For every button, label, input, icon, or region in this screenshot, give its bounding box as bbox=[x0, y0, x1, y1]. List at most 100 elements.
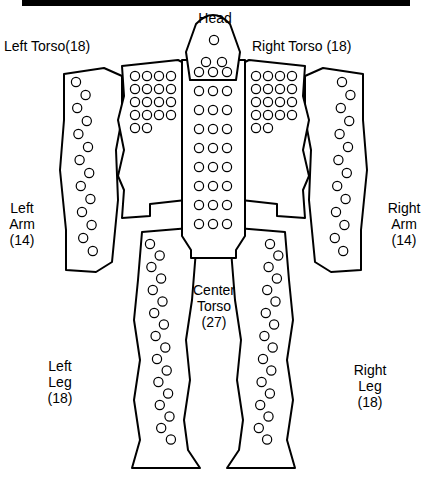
armor-pip bbox=[155, 400, 164, 409]
armor-pip bbox=[272, 274, 281, 283]
armor-pip bbox=[275, 110, 284, 119]
left-torso-outline bbox=[118, 60, 186, 218]
armor-pip bbox=[81, 90, 90, 99]
armor-pip bbox=[264, 412, 273, 421]
armor-pip bbox=[194, 124, 203, 133]
armor-pip bbox=[222, 124, 231, 133]
armor-pip bbox=[287, 71, 296, 80]
armor-pip bbox=[208, 124, 217, 133]
armor-pip bbox=[166, 110, 175, 119]
armor-pip bbox=[263, 435, 272, 444]
armor-pip bbox=[274, 251, 283, 260]
armor-pip bbox=[335, 129, 344, 138]
armor-pip bbox=[194, 86, 203, 95]
armor-pip bbox=[346, 90, 355, 99]
armor-pip bbox=[265, 239, 274, 248]
armor-pip bbox=[79, 233, 88, 242]
armor-pip bbox=[222, 162, 231, 171]
armor-pip bbox=[270, 320, 279, 329]
armor-pip bbox=[161, 343, 170, 352]
armor-pip bbox=[151, 331, 160, 340]
armor-pip bbox=[194, 162, 203, 171]
armor-pip bbox=[83, 142, 92, 151]
armor-pip bbox=[130, 97, 139, 106]
armor-pip bbox=[71, 77, 80, 86]
armor-pip bbox=[222, 67, 231, 76]
armor-pip bbox=[251, 123, 260, 132]
armor-pip bbox=[251, 84, 260, 93]
armor-pip bbox=[145, 239, 154, 248]
part-label: Center Torso (27) bbox=[186, 282, 242, 330]
armor-pip bbox=[271, 297, 280, 306]
armor-pip bbox=[130, 71, 139, 80]
armor-pip bbox=[150, 308, 159, 317]
armor-pip bbox=[157, 423, 166, 432]
armor-pip bbox=[166, 71, 175, 80]
armor-pip bbox=[194, 143, 203, 152]
armor-pip bbox=[257, 377, 266, 386]
armor-pip bbox=[208, 86, 217, 95]
armor-pip bbox=[251, 71, 260, 80]
armor-pip bbox=[254, 423, 263, 432]
armor-pip bbox=[341, 194, 350, 203]
armor-pip bbox=[166, 97, 175, 106]
armor-pip bbox=[154, 71, 163, 80]
armor-pip bbox=[343, 142, 352, 151]
armor-pip bbox=[73, 103, 82, 112]
armor-pip bbox=[256, 400, 265, 409]
armor-pip bbox=[287, 97, 296, 106]
armor-pip bbox=[87, 220, 96, 229]
armor-pip bbox=[154, 377, 163, 386]
armor-pip bbox=[287, 110, 296, 119]
armor-pip bbox=[147, 262, 156, 271]
armor-pip bbox=[334, 155, 343, 164]
armor-pip bbox=[337, 77, 346, 86]
armor-pip bbox=[86, 194, 95, 203]
left-arm-outline bbox=[60, 68, 122, 272]
armor-pip bbox=[287, 84, 296, 93]
armor-pip bbox=[155, 251, 164, 260]
part-label: Head bbox=[190, 10, 240, 26]
armor-pip bbox=[130, 84, 139, 93]
center-torso-outline bbox=[182, 60, 245, 258]
armor-pip bbox=[154, 97, 163, 106]
armor-pip bbox=[264, 262, 273, 271]
armor-pip bbox=[164, 389, 173, 398]
armor-pip bbox=[208, 200, 217, 209]
armor-pip bbox=[208, 143, 217, 152]
armor-pip bbox=[267, 366, 276, 375]
part-label: Left Leg (18) bbox=[40, 358, 80, 406]
armor-pip bbox=[130, 123, 139, 132]
armor-pip bbox=[331, 207, 340, 216]
armor-pips bbox=[71, 35, 355, 444]
part-label: Right Arm (14) bbox=[384, 200, 424, 248]
armor-pip bbox=[258, 354, 267, 363]
armor-pip bbox=[157, 274, 166, 283]
armor-pip bbox=[201, 57, 210, 66]
armor-pip bbox=[275, 71, 284, 80]
armor-pip bbox=[333, 181, 342, 190]
armor-pip bbox=[222, 143, 231, 152]
armor-pip bbox=[130, 110, 139, 119]
armor-pip bbox=[265, 389, 274, 398]
armor-pip bbox=[339, 246, 348, 255]
left-leg-outline bbox=[132, 228, 200, 468]
armor-pip bbox=[194, 67, 203, 76]
armor-pip bbox=[208, 181, 217, 190]
part-label: Left Arm (14) bbox=[2, 200, 42, 248]
armor-pip bbox=[194, 219, 203, 228]
armor-pip bbox=[275, 84, 284, 93]
armor-pip bbox=[142, 123, 151, 132]
armor-pip bbox=[336, 103, 345, 112]
part-label: Right Leg (18) bbox=[350, 362, 390, 410]
armor-pip bbox=[142, 97, 151, 106]
armor-pip bbox=[222, 105, 231, 114]
armor-pip bbox=[77, 207, 86, 216]
armor-pip bbox=[154, 84, 163, 93]
armor-pip bbox=[251, 110, 260, 119]
armor-pip bbox=[194, 105, 203, 114]
right-torso-outline bbox=[241, 60, 309, 218]
armor-pip bbox=[142, 110, 151, 119]
part-label: Left Torso(18) bbox=[4, 38, 124, 54]
armor-pip bbox=[208, 162, 217, 171]
